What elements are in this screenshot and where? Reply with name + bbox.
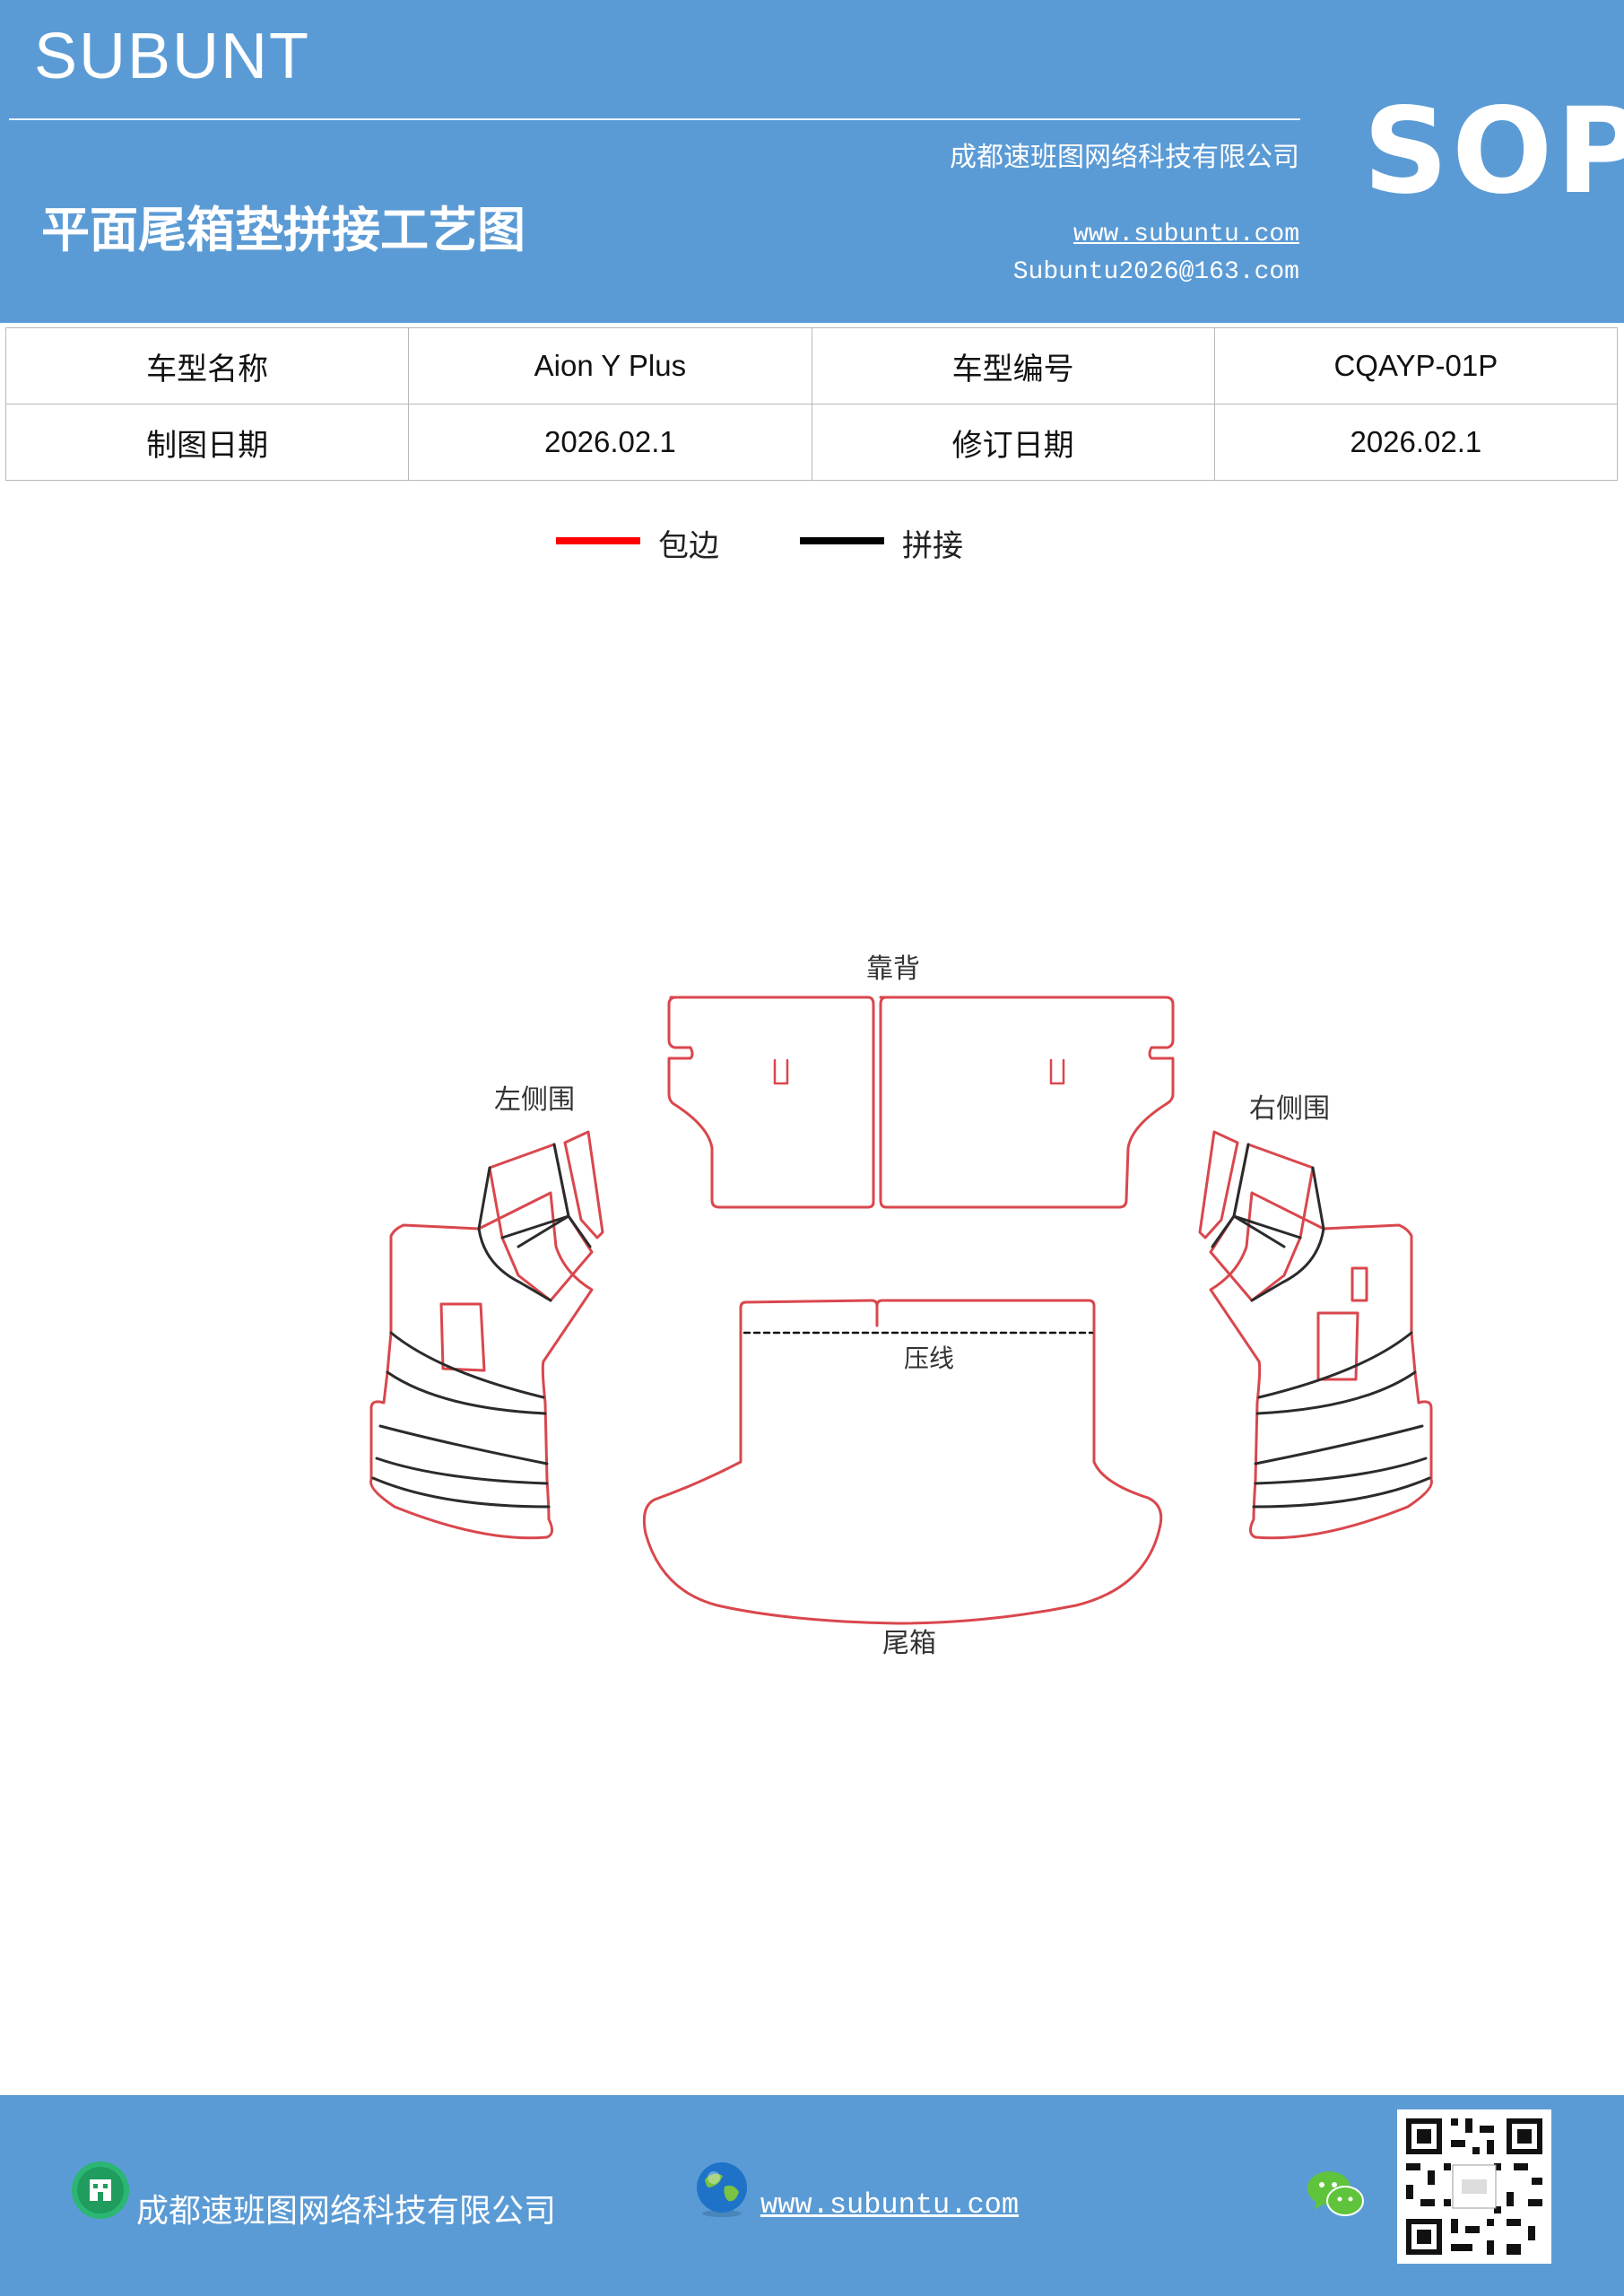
backrest-right-panel <box>879 996 1175 1209</box>
footer-company-name: 成都速班图网络科技有限公司 <box>136 2193 557 2230</box>
backrest-left-slot <box>773 1058 789 1085</box>
model-name-value: Aion Y Plus <box>408 327 812 404</box>
backrest-label: 靠背 <box>866 953 920 985</box>
globe-icon <box>697 2162 747 2217</box>
header-banner: SUBUNT 成都速班图网络科技有限公司 平面尾箱垫拼接工艺图 www.subu… <box>0 0 1624 323</box>
model-code-value: CQAYP-01P <box>1213 327 1619 404</box>
legend-seam-label: 拼接 <box>902 528 963 564</box>
footer-banner: 成都速班图网络科技有限公司 www.subuntu.com <box>0 2095 1624 2296</box>
model-name-label: 车型名称 <box>4 327 410 404</box>
legend-seam-swatch <box>800 537 884 544</box>
company-name: 成都速班图网络科技有限公司 <box>950 142 1299 173</box>
wechat-icon <box>1307 2171 1364 2216</box>
press-line-label: 压线 <box>904 1344 954 1373</box>
header-divider <box>9 118 1300 120</box>
legend-edge-label: 包边 <box>658 528 719 564</box>
vehicle-info-table: 车型名称 Aion Y Plus 车型编号 CQAYP-01P 制图日期 202… <box>4 327 1619 481</box>
legend: 包边 拼接 <box>0 516 1624 578</box>
legend-edge-swatch <box>556 537 640 544</box>
document-title: 平面尾箱垫拼接工艺图 <box>41 201 525 258</box>
left-side-panel <box>369 1130 604 1540</box>
website-link[interactable]: www.subuntu.com <box>1073 221 1299 248</box>
email-address[interactable]: Subuntu2026@163.com <box>1012 258 1299 286</box>
table-row: 制图日期 2026.02.1 修订日期 2026.02.1 <box>4 404 1619 481</box>
right-side-panel <box>1198 1130 1433 1540</box>
backrest-left-panel <box>667 996 875 1209</box>
drawing-date-label: 制图日期 <box>4 404 410 481</box>
trunk-mat-diagram: 靠背 左侧围 右侧围 压线 尾箱 <box>369 953 1433 1659</box>
drawing-date-value: 2026.02.1 <box>408 404 812 481</box>
building-icon <box>72 2161 129 2219</box>
left-side-label: 左侧围 <box>494 1084 575 1116</box>
right-side-label: 右侧围 <box>1249 1093 1330 1125</box>
model-code-label: 车型编号 <box>811 327 1215 404</box>
brand-name: SUBUNT <box>34 21 311 92</box>
backrest-right-slot <box>1049 1058 1065 1085</box>
revision-date-label: 修订日期 <box>811 404 1215 481</box>
trunk-label: 尾箱 <box>882 1628 936 1659</box>
revision-date-value: 2026.02.1 <box>1213 404 1619 481</box>
qr-code[interactable] <box>1397 2109 1551 2264</box>
sop-badge: SOP <box>1363 83 1624 221</box>
trunk-floor-panel <box>642 1299 1163 1625</box>
footer-website-link[interactable]: www.subuntu.com <box>760 2188 1020 2222</box>
table-row: 车型名称 Aion Y Plus 车型编号 CQAYP-01P <box>4 327 1619 404</box>
